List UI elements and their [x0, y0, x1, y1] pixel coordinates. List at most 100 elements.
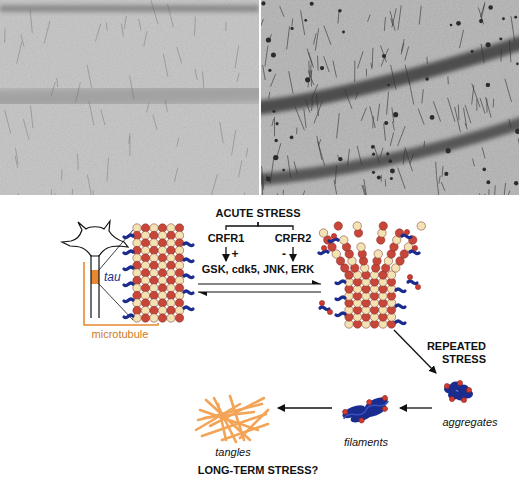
nerve-fiber	[391, 65, 396, 90]
stained-cell	[338, 9, 342, 13]
stained-cell	[516, 63, 519, 66]
phosphate	[412, 245, 417, 250]
nerve-fiber	[334, 180, 337, 195]
tubulin-bead	[141, 314, 149, 322]
tubulin-bead	[150, 224, 158, 232]
axon-wall	[98, 255, 99, 318]
nerve-fiber	[71, 189, 72, 195]
free-tau	[319, 300, 332, 314]
nerve-fiber	[409, 80, 414, 104]
nerve-fiber	[261, 19, 263, 40]
tubulin-bead	[417, 222, 425, 230]
tau-protein	[124, 267, 133, 270]
tubulin-bead	[150, 254, 158, 262]
stained-cell	[488, 5, 493, 10]
stained-cell	[338, 157, 342, 161]
stained-cell	[388, 159, 392, 163]
stained-cell	[471, 50, 474, 53]
nerve-fiber	[361, 108, 366, 121]
tau-protein	[329, 239, 338, 242]
tubulin-bead	[158, 269, 166, 277]
tubulin-bead	[158, 291, 166, 299]
tubulin-bead	[167, 291, 175, 299]
tangle-fiber	[204, 412, 254, 418]
nerve-fiber	[311, 70, 312, 77]
stained-cell	[372, 153, 375, 156]
stained-cell	[274, 139, 277, 142]
tubulin-bead	[150, 284, 158, 292]
nerve-fiber	[316, 93, 318, 117]
tubulin-bead	[167, 269, 175, 277]
stained-cell	[486, 42, 491, 47]
nerve-fiber	[93, 190, 94, 195]
nerve-fiber	[124, 16, 126, 29]
stained-cell	[273, 155, 278, 160]
nerve-fiber	[277, 193, 282, 195]
tau-protein	[336, 297, 345, 300]
tau-protein	[396, 305, 405, 308]
phosphate	[321, 245, 326, 250]
nerve-fiber	[288, 155, 291, 177]
tissue-band	[0, 5, 259, 12]
neuron-body	[62, 221, 128, 256]
nerve-fiber	[165, 100, 168, 111]
nerve-fiber	[472, 84, 480, 108]
nerve-fiber	[23, 119, 29, 139]
stained-cell	[450, 24, 453, 27]
nerve-fiber	[333, 61, 337, 78]
nerve-fiber	[89, 101, 94, 126]
tubulin-bead	[158, 314, 166, 322]
nerve-fiber	[235, 46, 239, 69]
tubulin-bead	[150, 299, 158, 307]
tubulin-bead	[175, 306, 183, 314]
tubulin-bead	[150, 291, 158, 299]
tubulin-bead	[141, 284, 149, 292]
nerve-fiber	[51, 190, 52, 195]
nerve-fiber	[317, 136, 322, 160]
nerve-fiber	[493, 99, 494, 108]
nerve-fiber	[101, 110, 105, 125]
tubulin-bead	[175, 276, 183, 284]
nerve-fiber	[271, 74, 276, 87]
tubulin-bead	[175, 254, 183, 262]
nerve-fiber	[435, 162, 437, 176]
tubulin-bead	[150, 231, 158, 239]
nerve-fiber	[324, 25, 331, 44]
nerve-fiber	[262, 166, 264, 189]
nerve-fiber	[370, 106, 375, 128]
phosphate	[327, 309, 332, 314]
nerve-fiber	[163, 54, 168, 77]
nerve-fiber	[277, 143, 281, 157]
nerve-fiber	[61, 169, 62, 180]
tau-protein	[184, 307, 193, 310]
tubulin-bead	[150, 246, 158, 254]
nerve-fiber	[480, 193, 482, 195]
nerve-fiber	[377, 104, 379, 121]
strand-twist	[343, 399, 389, 421]
nerve-fiber	[504, 183, 506, 195]
tubulin-bead	[158, 261, 166, 269]
nerve-fiber	[283, 190, 284, 195]
tangle-fiber	[218, 404, 226, 440]
nerve-fiber	[448, 98, 455, 122]
tangle-drawing	[196, 396, 268, 442]
nerve-fiber	[294, 161, 297, 173]
nerve-fiber	[317, 56, 319, 71]
nerve-fiber	[304, 109, 306, 128]
nerve-fiber	[398, 126, 406, 146]
tau-protein	[336, 281, 345, 284]
nerve-fiber	[460, 30, 464, 48]
nerve-fiber	[87, 175, 92, 195]
nerve-fiber	[310, 65, 312, 87]
nerve-fiber	[441, 182, 445, 191]
tau-protein	[396, 289, 405, 292]
zoom-line	[99, 284, 133, 320]
nerve-fiber	[272, 119, 274, 126]
tubulin-bead	[150, 269, 158, 277]
nerve-fiber	[77, 154, 79, 170]
stained-cell	[514, 16, 517, 19]
stained-cell	[305, 77, 310, 82]
connector	[258, 222, 293, 230]
tubulin-bead	[357, 243, 365, 251]
stained-cell	[268, 69, 271, 72]
